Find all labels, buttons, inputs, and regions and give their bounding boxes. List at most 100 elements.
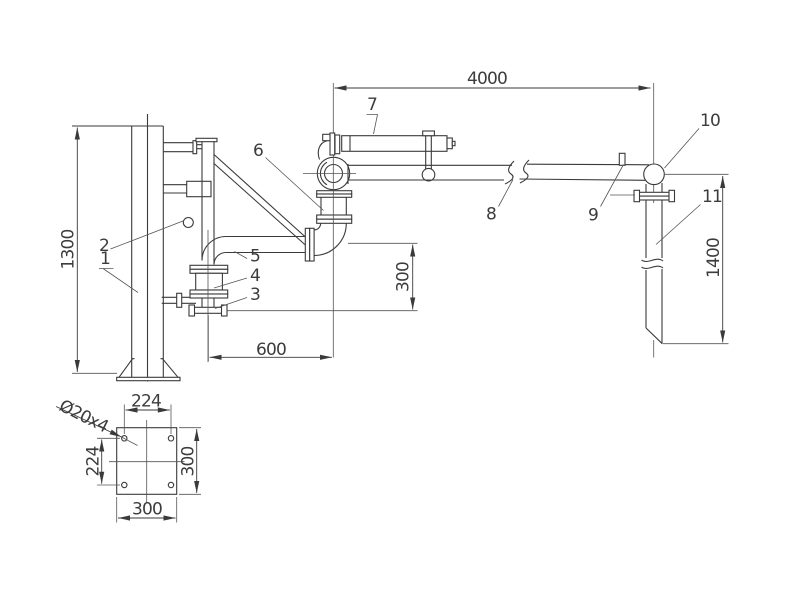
- part-label-3: 3: [250, 285, 260, 305]
- ball-joint-10: [643, 163, 665, 186]
- spool-flange: [189, 293, 229, 299]
- spool-flange: [189, 268, 229, 274]
- bolt-note-leader-tail: [121, 436, 138, 446]
- outboard-arm: [348, 152, 650, 185]
- leader-10: [664, 128, 700, 169]
- base-plate-detail-view: 224 300 224 300 Ø20x4: [56, 392, 201, 523]
- leader-7: [366, 114, 378, 135]
- cylinder-mount-plate: [334, 134, 341, 155]
- base-plate-edge: [116, 376, 181, 382]
- bolt-note-leader: [55, 406, 122, 438]
- hanger-strap: [425, 135, 432, 169]
- cylinder-hook-link: [317, 140, 328, 160]
- riser-top-cap: [195, 137, 218, 143]
- base-gusset-left: [118, 358, 135, 378]
- bolt-hole: [167, 435, 175, 442]
- inlet-flange-bolt: [188, 304, 196, 317]
- drop-assembly: [610, 83, 676, 358]
- dim-text-arm-length: 4000: [467, 69, 507, 89]
- part-label-4: 4: [250, 266, 260, 286]
- leader-9: [600, 164, 624, 207]
- pipe5-end-flange: [304, 227, 311, 262]
- horizontal-pipe-5: [226, 235, 306, 254]
- dim-text-inlet-offset: 600: [256, 340, 286, 360]
- swivel-assembly: [303, 83, 356, 358]
- pipe-break-symbol: [641, 258, 664, 263]
- leader-2: [110, 220, 184, 250]
- dimension-600: 600: [207, 315, 332, 362]
- bolt-hole-note: Ø20x4: [56, 396, 111, 437]
- spool6-flange: [316, 218, 353, 224]
- cylinder-end-nub: [451, 140, 456, 147]
- part-label-2: 2: [99, 236, 109, 256]
- top-bracket-arm: [163, 142, 193, 153]
- extension-line: [97, 437, 120, 486]
- riser-pipe: [201, 141, 215, 265]
- drop-pipe-bevel: [645, 327, 663, 345]
- drop-flange-bolt: [668, 189, 676, 203]
- arm-bottom-right: [519, 178, 646, 181]
- leader-8: [498, 179, 514, 207]
- drop-pipe-lower: [645, 269, 663, 344]
- mid-bracket-clamp: [186, 180, 212, 198]
- riser-elbow-inner: [213, 251, 227, 265]
- lever-tab-9: [618, 152, 626, 166]
- hanger-clamp: [422, 130, 435, 137]
- part-label-8: 8: [486, 205, 496, 225]
- part-label-9: 9: [588, 206, 598, 226]
- extension-line: [179, 427, 201, 495]
- base-gusset-right: [160, 358, 179, 378]
- leader-1: [99, 268, 139, 293]
- cylinder-end-cap: [446, 137, 453, 150]
- drop-flange: [634, 195, 674, 201]
- inlet-riser: [188, 141, 307, 362]
- spool-flange: [189, 289, 229, 295]
- up-elbow-outer: [314, 223, 347, 257]
- inlet-stub: [201, 298, 215, 308]
- hanger-pin-joint: [421, 167, 436, 182]
- spool6-flange: [316, 214, 353, 220]
- riser-elbow-outer: [201, 235, 227, 261]
- pipe-break-symbol: [504, 160, 515, 185]
- plate-centerlines: [109, 420, 185, 503]
- inlet-flange-bolt: [220, 304, 228, 317]
- part-label-10: 10: [700, 111, 720, 131]
- cylinder-mount-plate: [329, 132, 336, 156]
- extension-line: [116, 497, 178, 523]
- dim-text-plate-height: 300: [179, 446, 199, 476]
- low-bracket-plate: [176, 292, 183, 308]
- up-elbow-inner: [314, 223, 322, 231]
- dim-text-hole-spacing-left: 224: [84, 446, 104, 476]
- leader-6: [265, 157, 324, 211]
- spool-flange: [189, 264, 229, 270]
- part-label-11: 11: [702, 187, 722, 207]
- part-callouts: 1 2 3 4 5 6 7 8 9 10 11: [99, 95, 723, 309]
- mid-bracket-arm: [163, 184, 187, 194]
- dim-text-column-height: 1300: [59, 229, 79, 269]
- dimension-1300: 1300: [59, 127, 117, 374]
- drop-flange: [634, 191, 674, 197]
- leader-4: [213, 277, 248, 289]
- part-label-6: 6: [253, 141, 263, 161]
- pipe-break-symbol: [519, 159, 530, 184]
- top-bracket-stub: [196, 144, 202, 150]
- leader-5: [234, 251, 248, 259]
- dim-text-hole-spacing-top: 224: [131, 392, 161, 412]
- spool-body-4: [195, 272, 223, 291]
- part-label-7: 7: [367, 95, 377, 115]
- arm-top-right: [526, 163, 650, 166]
- bolt-hole: [121, 481, 128, 489]
- leader-11: [655, 204, 701, 245]
- dim-text-drop-length: 1400: [704, 238, 724, 278]
- balance-cylinder: [317, 130, 456, 182]
- cylinder-pin-block: [322, 133, 331, 142]
- part-label-1: 1: [100, 249, 110, 269]
- drop-flange-bolt: [633, 189, 641, 203]
- leader-3: [214, 297, 248, 309]
- dimension-300-riser: 300: [227, 242, 418, 312]
- extension-line: [123, 404, 172, 434]
- top-bracket-plate: [192, 140, 198, 155]
- dim-text-riser-drop: 300: [394, 262, 414, 292]
- extension-line: [227, 242, 418, 312]
